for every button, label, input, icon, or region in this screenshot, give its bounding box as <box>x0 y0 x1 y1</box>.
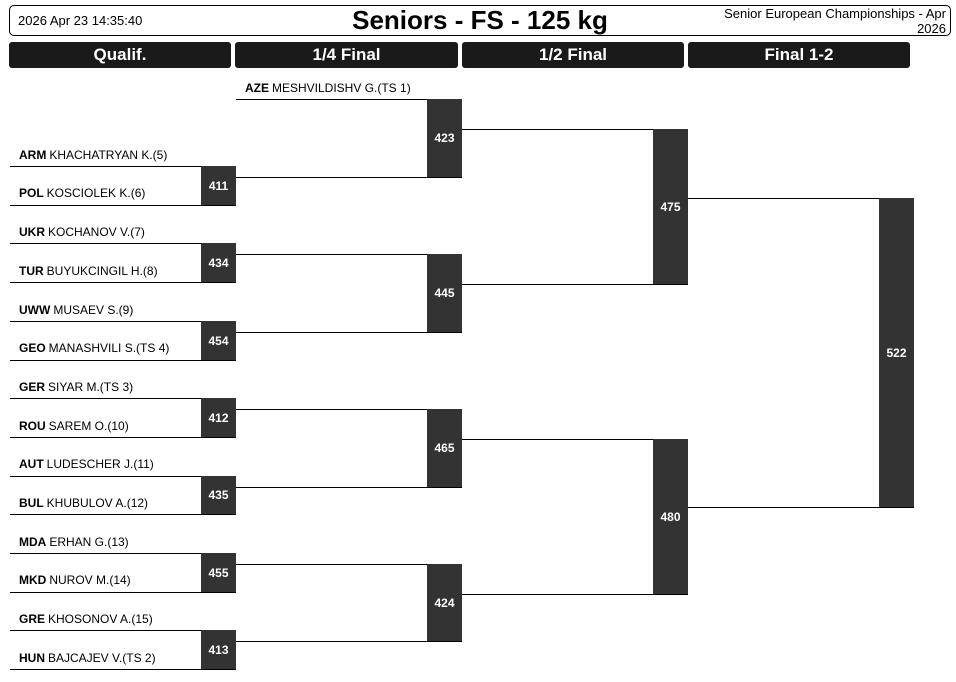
wrestler-label: LUDESCHER J.(11) <box>46 457 154 471</box>
bracket-line <box>10 592 236 593</box>
bracket-line <box>236 332 462 333</box>
bout-box-qualif[interactable]: 435 <box>201 476 236 514</box>
wrestler-label: KHOSONOV A.(15) <box>48 612 153 626</box>
bracket-line <box>236 487 462 488</box>
bracket-line <box>10 398 236 399</box>
round-header-semi: 1/2 Final <box>462 42 684 68</box>
bracket-line <box>10 282 236 283</box>
wrestler-country: POL <box>19 186 44 200</box>
bracket-line <box>10 360 236 361</box>
wrestler-country: BUL <box>19 496 44 510</box>
bracket-line <box>10 437 236 438</box>
bracket-line <box>688 198 914 199</box>
bracket-line <box>236 564 462 565</box>
wrestler-label: ERHAN G.(13) <box>49 535 129 549</box>
bout-box-qualif[interactable]: 412 <box>201 398 236 437</box>
header: 2026 Apr 23 14:35:40 Seniors - FS - 125 … <box>9 5 951 36</box>
bracket-line <box>10 476 236 477</box>
bracket-line <box>236 99 462 100</box>
bout-box-qualif[interactable]: 413 <box>201 630 236 669</box>
bracket-line <box>236 254 462 255</box>
bracket-line <box>10 553 236 554</box>
bout-box-semi[interactable]: 475 <box>653 129 688 284</box>
bout-box-quarter[interactable]: 423 <box>427 99 462 177</box>
event-name-line2: 2026 <box>917 21 946 36</box>
round-header-quarter: 1/4 Final <box>235 42 458 68</box>
wrestler-label: MESHVILDISHV G.(TS 1) <box>272 81 411 95</box>
event-name: Senior European Championships - Apr 2026 <box>724 6 946 36</box>
bout-box-qualif[interactable]: 411 <box>201 166 236 205</box>
wrestler-country: MDA <box>19 535 47 549</box>
wrestler-country: AZE <box>245 81 269 95</box>
bracket-line <box>236 409 462 410</box>
bracket-line <box>462 594 688 595</box>
wrestler-label: SAREM O.(10) <box>48 419 129 433</box>
wrestler-label: KHACHATRYAN K.(5) <box>49 148 168 162</box>
wrestler-label: KOCHANOV V.(7) <box>48 225 145 239</box>
bout-box-semi[interactable]: 480 <box>653 439 688 594</box>
bout-box-qualif[interactable]: 455 <box>201 553 236 592</box>
bout-box-quarter[interactable]: 465 <box>427 409 462 487</box>
bracket-line <box>688 507 914 508</box>
bout-box-quarter[interactable]: 445 <box>427 254 462 332</box>
bracket-line <box>10 514 236 515</box>
wrestler-country: GER <box>19 380 46 394</box>
round-header-final: Final 1-2 <box>688 42 910 68</box>
bracket-line <box>10 166 236 167</box>
bout-box-quarter[interactable]: 424 <box>427 564 462 641</box>
wrestler-country: MKD <box>19 573 47 587</box>
bracket-line <box>462 129 688 130</box>
timestamp: 2026 Apr 23 14:35:40 <box>18 13 143 28</box>
wrestler-country: TUR <box>19 264 44 278</box>
wrestler-label: BAJCAJEV V.(TS 2) <box>48 651 156 665</box>
bracket-line <box>10 669 236 670</box>
wrestler-country: HUN <box>19 651 45 665</box>
wrestler-label: BUYUKCINGIL H.(8) <box>46 264 158 278</box>
wrestler-country: ROU <box>19 419 46 433</box>
bracket-line <box>10 205 236 206</box>
wrestler-label: KHUBULOV A.(12) <box>46 496 149 510</box>
bracket-line <box>236 177 462 178</box>
wrestler-country: GEO <box>19 341 46 355</box>
wrestler-country: UKR <box>19 225 45 239</box>
wrestler-label: MUSAEV S.(9) <box>53 303 134 317</box>
bout-box-qualif[interactable]: 454 <box>201 321 236 360</box>
wrestler-country: ARM <box>19 148 47 162</box>
bracket-line <box>10 243 236 244</box>
event-name-line1: Senior European Championships - Apr <box>724 6 946 21</box>
bout-box-final[interactable]: 522 <box>879 198 914 507</box>
bracket-line <box>10 321 236 322</box>
bracket-line <box>10 630 236 631</box>
wrestler-country: AUT <box>19 457 44 471</box>
wrestler-country: GRE <box>19 612 46 626</box>
wrestler-label: SIYAR M.(TS 3) <box>48 380 134 394</box>
page-title: Seniors - FS - 125 kg <box>352 5 608 35</box>
bracket-line <box>462 439 688 440</box>
wrestler-label: NUROV M.(14) <box>49 573 131 587</box>
wrestler-country: UWW <box>19 303 51 317</box>
bracket-line <box>462 284 688 285</box>
round-header-qualif: Qualif. <box>9 42 231 68</box>
bracket-line <box>236 641 462 642</box>
wrestler-label: KOSCIOLEK K.(6) <box>46 186 146 200</box>
bout-box-qualif[interactable]: 434 <box>201 243 236 282</box>
wrestler-label: MANASHVILI S.(TS 4) <box>48 341 170 355</box>
